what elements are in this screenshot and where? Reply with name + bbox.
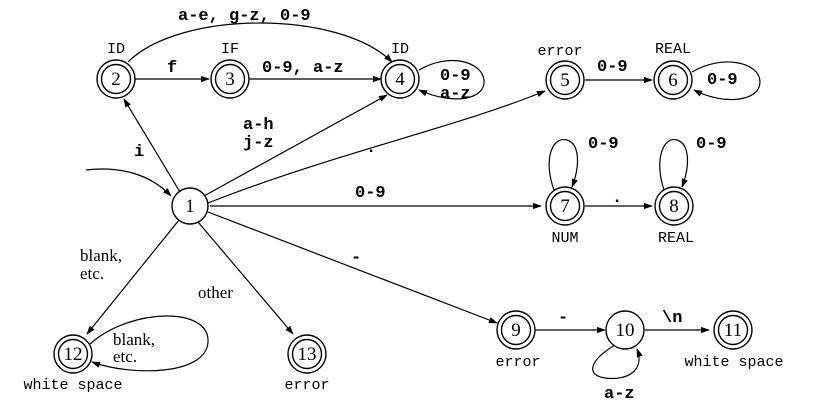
state-5-tag: error: [537, 43, 582, 60]
edge-label-2-4: a-e, g-z, 0-9: [178, 7, 311, 26]
edge-2-4: [127, 22, 393, 63]
edge-label-1-2: i: [134, 143, 144, 162]
state-4-label: 4: [395, 69, 405, 90]
state-5-label: 5: [560, 70, 570, 91]
edge-7-loop: [548, 139, 578, 191]
state-2-label: 2: [111, 69, 121, 90]
edge-label-9-10: -: [558, 309, 568, 328]
state-10-label: 10: [616, 320, 635, 341]
state-4: 4 ID: [380, 41, 420, 99]
edge-label-1-4-1: a-h: [243, 116, 274, 135]
state-7-label: 7: [560, 196, 570, 217]
edge-12-loop: [89, 315, 209, 372]
state-9-tag: error: [495, 354, 540, 371]
edge-label-4-loop-2: a-z: [440, 85, 471, 104]
edge-1-5: [207, 90, 546, 204]
edge-label-1-4-2: j-z: [243, 134, 274, 153]
edge-label-3-4: 0-9, a-z: [262, 59, 344, 78]
state-4-tag: ID: [391, 41, 409, 58]
edge-label-7-8: .: [612, 189, 622, 208]
start-arrow: [85, 168, 172, 197]
state-1: 1: [171, 187, 209, 225]
state-6: 6 REAL: [653, 41, 693, 100]
edge-4-loop: [418, 59, 485, 100]
state-3-label: 3: [225, 69, 235, 90]
state-8: 8 REAL: [654, 186, 694, 247]
edge-label-1-9: -: [351, 249, 361, 268]
state-12-tag: white space: [23, 377, 122, 394]
state-1-label: 1: [185, 196, 195, 217]
state-2-tag: ID: [107, 41, 125, 58]
state-11-label: 11: [724, 320, 742, 341]
edge-1-9: [207, 211, 498, 324]
edge-label-5-6: 0-9: [597, 58, 628, 77]
edge-label-12-loop-1: blank,: [113, 330, 155, 349]
state-6-label: 6: [668, 70, 678, 91]
edge-label-6-loop: 0-9: [707, 71, 738, 90]
state-12-label: 12: [64, 344, 83, 365]
edge-1-13: [197, 221, 294, 335]
state-10: 10: [605, 310, 645, 350]
state-8-label: 8: [669, 196, 679, 217]
edge-label-1-5: .: [366, 139, 376, 158]
state-3-tag: IF: [221, 41, 239, 58]
state-9-label: 9: [511, 320, 521, 341]
state-11: 11 white space: [684, 310, 784, 371]
edge-label-1-12-2: etc.: [80, 264, 104, 283]
state-6-tag: REAL: [655, 41, 691, 58]
state-13-label: 13: [298, 344, 317, 365]
state-13: 13 error: [284, 334, 330, 394]
state-13-tag: error: [284, 377, 329, 394]
edge-label-1-13: other: [198, 283, 233, 302]
edge-label-10-11: \n: [662, 309, 682, 328]
state-3: 3 IF: [210, 41, 250, 99]
edge-10-loop: [592, 344, 643, 380]
edge-1-12: [86, 219, 180, 335]
edge-8-loop: [659, 139, 688, 191]
state-11-tag: white space: [684, 354, 783, 371]
edge-1-4: [203, 94, 388, 197]
state-8-tag: REAL: [658, 230, 694, 247]
state-9: 9 error: [495, 310, 541, 371]
state-12: 12 white space: [23, 334, 123, 394]
edge-label-2-3: f: [167, 59, 177, 78]
state-5: 5 error: [537, 43, 585, 100]
state-2: 2 ID: [96, 41, 136, 99]
edge-label-8-loop: 0-9: [696, 135, 727, 154]
edge-label-7-loop: 0-9: [588, 135, 619, 154]
edge-label-10-loop: a-z: [604, 385, 635, 404]
edge-6-loop: [691, 61, 761, 101]
state-7-tag: NUM: [551, 230, 578, 247]
edge-1-2: [123, 98, 181, 193]
edge-label-12-loop-2: etc.: [113, 347, 137, 366]
edge-label-1-7: 0-9: [355, 184, 386, 203]
edge-label-4-loop-1: 0-9: [440, 67, 471, 86]
state-7: 7 NUM: [545, 186, 585, 247]
edge-label-1-12-1: blank,: [80, 246, 122, 265]
